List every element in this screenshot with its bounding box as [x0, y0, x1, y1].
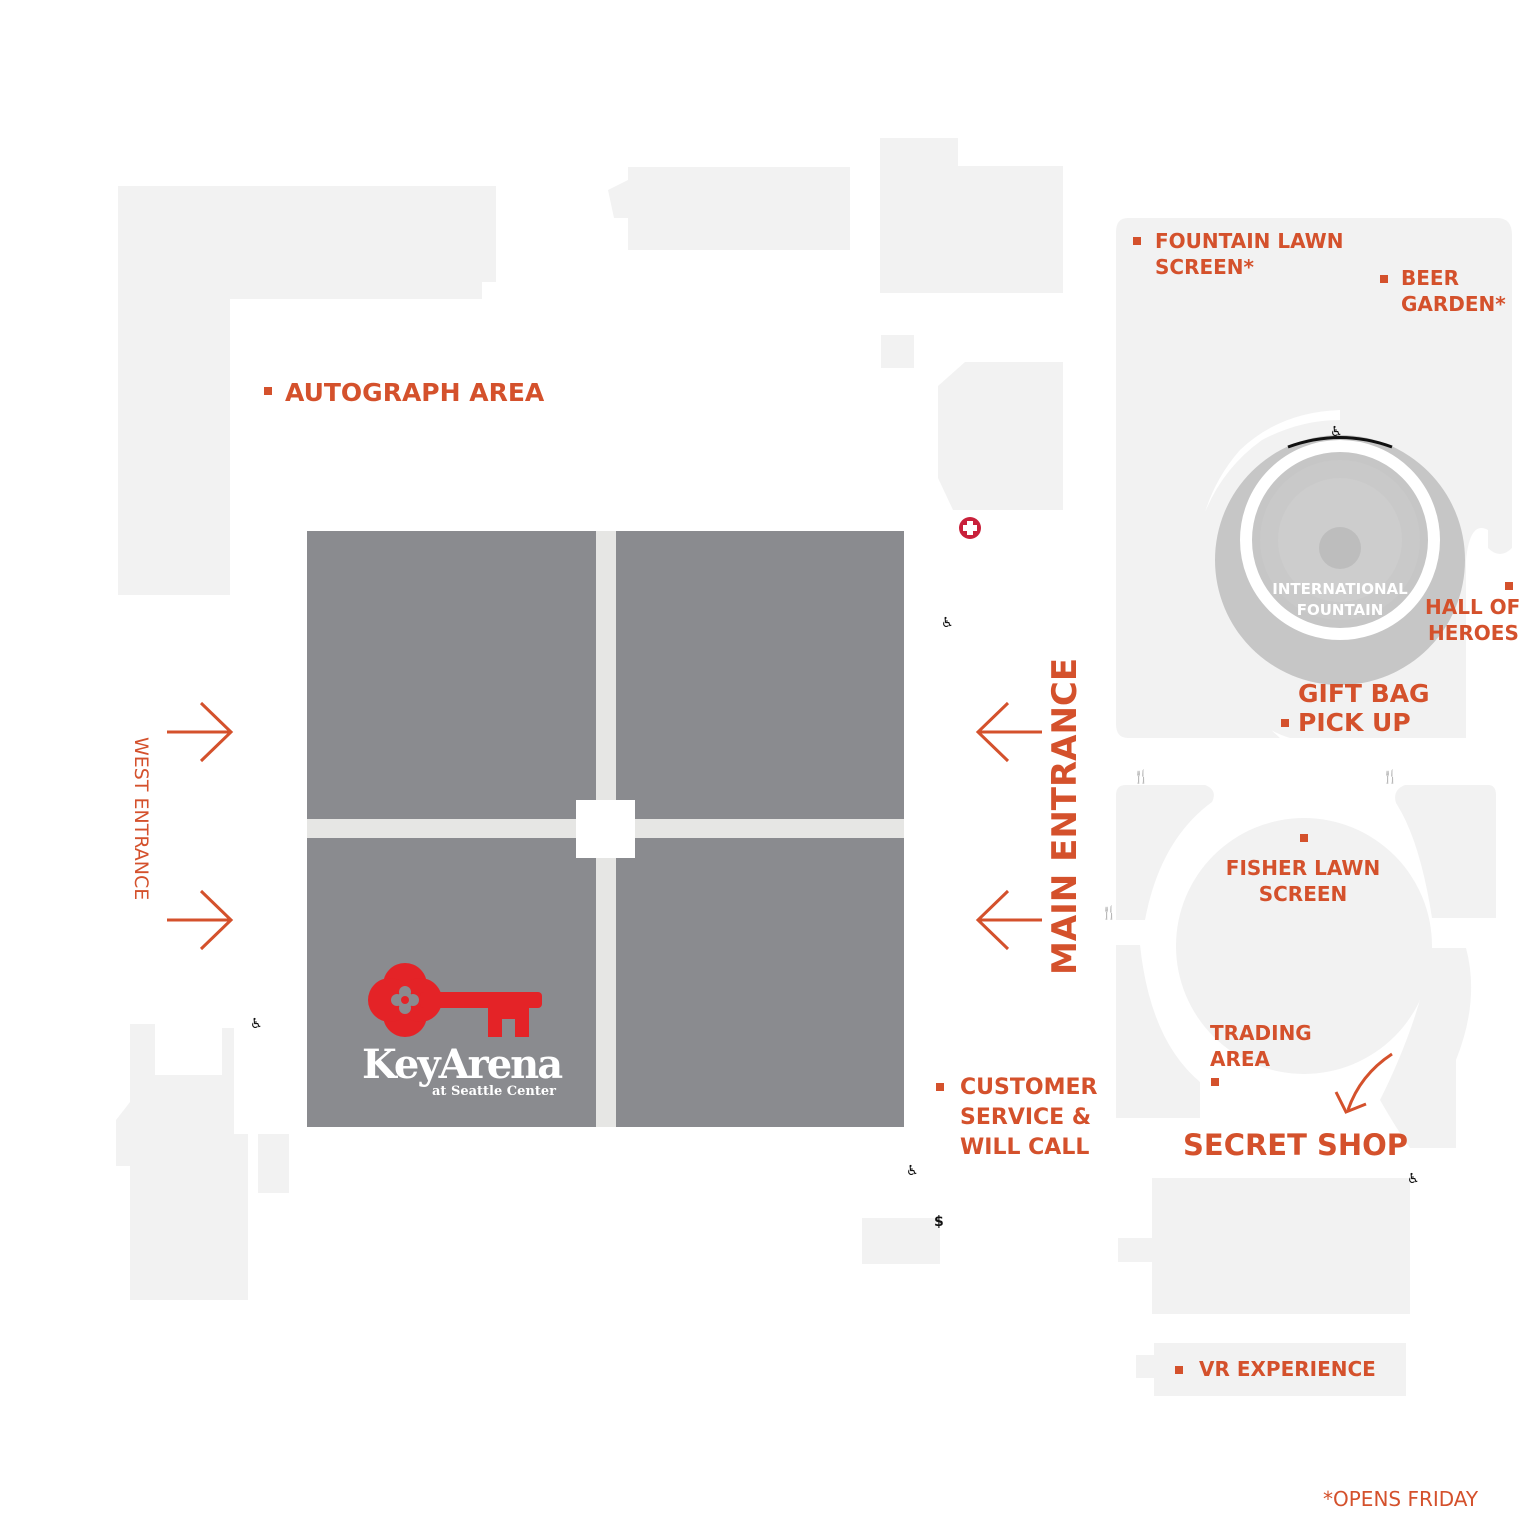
building-south-east — [1118, 1178, 1410, 1314]
building-atm-kiosk — [862, 1218, 940, 1264]
west-entrance-arrows — [167, 701, 234, 951]
building-southwest-small — [258, 1134, 289, 1193]
beer-garden-marker — [1380, 275, 1388, 283]
building-north-center — [608, 167, 850, 250]
accessible-icon: ♿ — [1330, 424, 1343, 440]
accessible-icon: ♿ — [1407, 1171, 1420, 1187]
hall-of-heroes-marker — [1505, 582, 1513, 590]
secret-shop-label: SECRET SHOP — [1183, 1128, 1409, 1162]
key-arena-logo-subtitle: at Seattle Center — [432, 1084, 556, 1099]
dining-icon: 🍴 — [1382, 770, 1399, 785]
international-fountain-label: INTERNATIONAL FOUNTAIN — [1272, 580, 1408, 619]
key-arena-building — [307, 531, 904, 1127]
vr-experience-label: VR EXPERIENCE — [1199, 1357, 1376, 1381]
gift-bag-pick-up-label: GIFT BAG PICK UP — [1298, 679, 1430, 737]
fisher-lawn-west-upper — [1116, 785, 1214, 920]
opens-friday-footnote: *OPENS FRIDAY — [1323, 1487, 1479, 1511]
buildings — [116, 138, 1512, 1396]
key-arena-logo-text: KeyArena — [362, 1041, 563, 1088]
trading-area-label: TRADING AREA — [1210, 1021, 1312, 1071]
fisher-lawn-east-lower — [1380, 948, 1472, 1148]
building-small-kiosk — [881, 335, 914, 368]
autograph-area-label: AUTOGRAPH AREA — [285, 378, 545, 407]
main-entrance-label: MAIN ENTRANCE — [1045, 657, 1085, 975]
arrow-icon — [975, 889, 1042, 951]
fisher-lawn-screen-marker — [1300, 834, 1308, 842]
dining-icon: 🍴 — [1133, 770, 1150, 785]
arrow-icon — [975, 701, 1042, 763]
fisher-lawn-circle — [1176, 818, 1432, 1074]
customer-service-label: CUSTOMER SERVICE & WILL CALL — [960, 1075, 1098, 1160]
gift-bag-pick-up-marker — [1281, 719, 1289, 727]
accessible-icon: ♿ — [250, 1016, 263, 1032]
hall-of-heroes-label: HALL OF HEROES — [1425, 595, 1521, 645]
beer-garden-label: BEER GARDEN* — [1401, 266, 1506, 316]
fountain-lawn-screen-marker — [1133, 237, 1141, 245]
fisher-lawn-east-upper — [1395, 785, 1496, 918]
accessible-icon: ♿ — [941, 615, 954, 631]
west-entrance-label: WEST ENTRANCE — [130, 737, 152, 901]
fountain-lawn-screen-label: FOUNTAIN LAWN SCREEN* — [1155, 229, 1344, 279]
accessible-icon: ♿ — [906, 1163, 919, 1179]
customer-service-marker — [936, 1083, 944, 1091]
international-fountain — [1215, 435, 1465, 685]
building-southwest — [116, 1024, 248, 1300]
key-logo-icon — [368, 963, 542, 1037]
arrow-icon — [167, 701, 234, 763]
arrow-icon — [167, 889, 234, 951]
building-vr — [1136, 1343, 1406, 1396]
fisher-lawn-west-lower — [1116, 945, 1200, 1118]
first-aid-cross-icon — [959, 517, 981, 539]
dining-icon: 🍴 — [1101, 906, 1118, 921]
fountain-accessible-arc — [1287, 436, 1393, 449]
building-east-block — [938, 362, 1063, 510]
building-north-tower — [880, 138, 1063, 293]
trading-area-marker — [1211, 1078, 1219, 1086]
secret-shop-arrow-icon — [1334, 1052, 1393, 1114]
building-northwest — [118, 186, 496, 595]
autograph-area-marker — [264, 387, 272, 395]
vr-experience-marker — [1175, 1366, 1183, 1374]
atm-icon: $ — [934, 1214, 944, 1230]
fisher-lawn-screen-label: FISHER LAWN SCREEN — [1225, 856, 1381, 906]
main-entrance-arrows — [975, 701, 1042, 951]
